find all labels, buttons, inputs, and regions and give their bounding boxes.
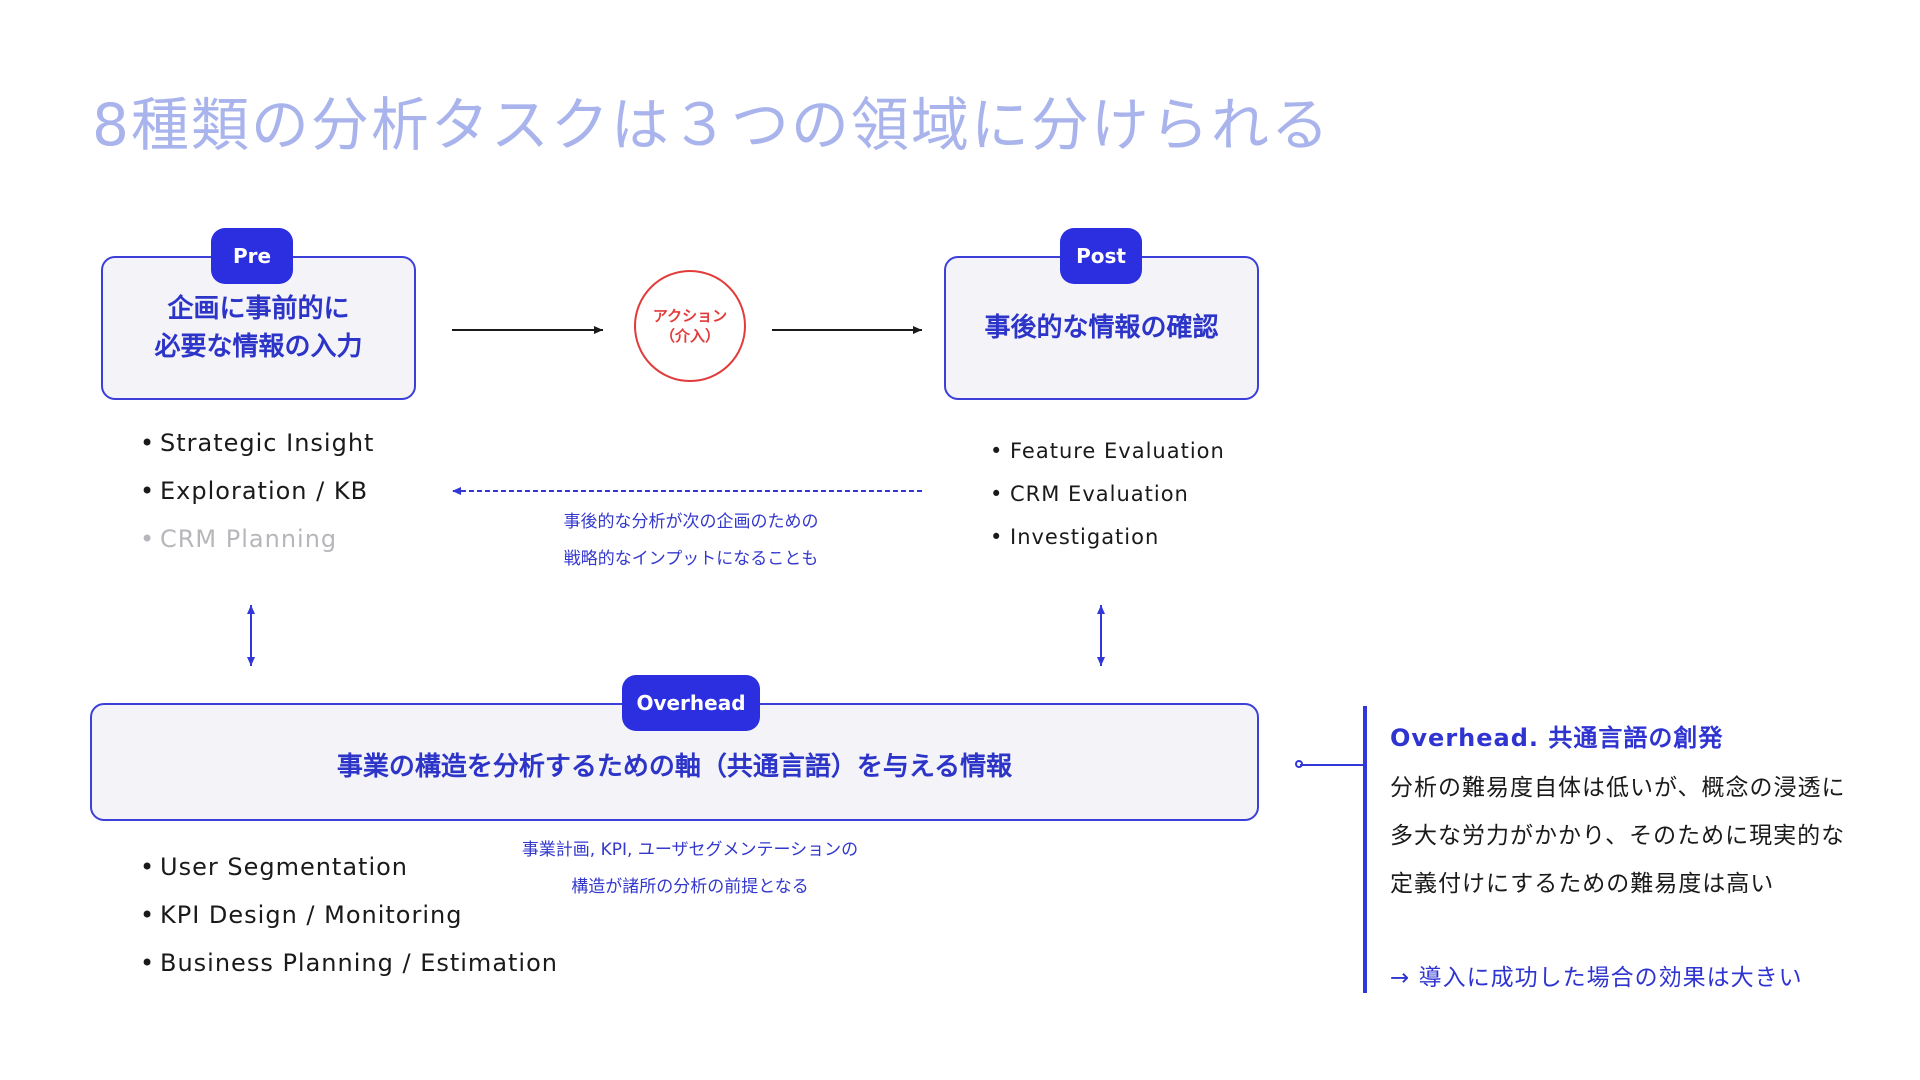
list-item: Feature Evaluation (990, 436, 1225, 479)
overhead-note-line: 事業計画, KPI, ユーザセグメンテーションの (521, 840, 859, 860)
overhead-note: 事業計画, KPI, ユーザセグメンテーションの 構造が諸所の分析の前提となる (490, 832, 890, 906)
post-box-text: 事後的な情報の確認 (984, 313, 1219, 343)
callout-heading: Overhead. 共通言語の創発 (1390, 724, 1724, 752)
list-item: Strategic Insight (140, 426, 374, 474)
post-badge: Post (1060, 228, 1142, 284)
callout-body: 分析の難易度自体は低いが、概念の浸透に 多大な労力がかかり、そのために現実的な … (1390, 764, 1846, 908)
feedback-note-line: 事後的な分析が次の企画のための (563, 512, 819, 532)
list-item: User Segmentation (140, 850, 558, 898)
callout-footer: → 導入に成功した場合の効果は大きい (1390, 965, 1803, 991)
callout-line: 多大な労力がかかり、そのために現実的な (1390, 823, 1846, 849)
action-sub-label: （介入） (659, 327, 720, 345)
callout-line: 分析の難易度自体は低いが、概念の浸透に (1390, 775, 1846, 801)
list-item: Investigation (990, 522, 1225, 565)
post-task-list: Feature Evaluation CRM Evaluation Invest… (990, 436, 1225, 565)
pre-box-text: 企画に事前的に 必要な情報の入力 (154, 294, 363, 362)
callout-connector (1300, 764, 1363, 766)
list-item: Exploration / KB (140, 474, 374, 522)
pre-badge: Pre (211, 228, 293, 284)
feedback-note-line: 戦略的なインプットになることも (563, 549, 819, 569)
action-circle: アクション （介入） (634, 270, 746, 382)
list-item: KPI Design / Monitoring (140, 898, 558, 946)
overhead-task-list: User Segmentation KPI Design / Monitorin… (140, 850, 558, 994)
page-title: 8種類の分析タスクは３つの領域に分けられる (92, 91, 1331, 159)
feedback-note: 事後的な分析が次の企画のための 戦略的なインプットになることも (526, 504, 856, 578)
list-item-muted: CRM Planning (140, 522, 374, 570)
overhead-badge: Overhead (622, 675, 760, 731)
list-item: Business Planning / Estimation (140, 946, 558, 994)
callout-bar (1363, 706, 1367, 993)
pre-task-list: Strategic Insight Exploration / KB CRM P… (140, 426, 374, 570)
overhead-box-text: 事業の構造を分析するための軸（共通言語）を与える情報 (336, 752, 1013, 782)
overhead-note-line: 構造が諸所の分析の前提となる (571, 877, 809, 897)
list-item: CRM Evaluation (990, 479, 1225, 522)
action-label: アクション (652, 307, 728, 325)
callout-line: 定義付けにするための難易度は高い (1390, 871, 1775, 897)
